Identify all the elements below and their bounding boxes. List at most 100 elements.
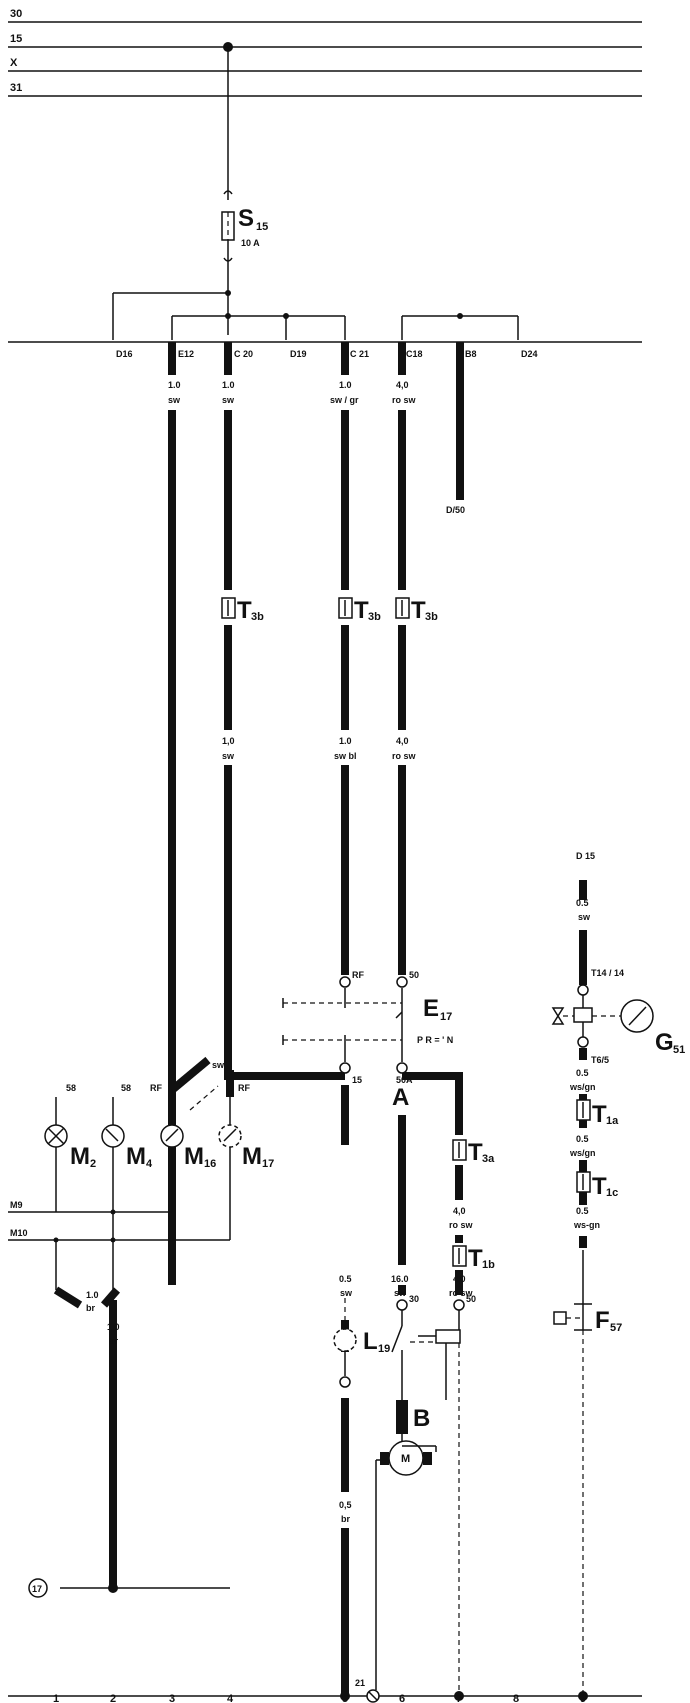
t3b-connectors: [221, 597, 410, 619]
wire-l19-color: sw: [340, 1288, 353, 1298]
wire-m2-gauge: 1.0: [86, 1290, 99, 1300]
m2-terminal: 58: [66, 1083, 76, 1093]
t1a-label: T: [592, 1101, 607, 1128]
f57-label-sub: 57: [610, 1322, 622, 1334]
bus-label-x: X: [10, 57, 18, 69]
f57-label: F: [595, 1307, 610, 1334]
ground-ref-label: 17: [32, 1584, 42, 1594]
e17-pin-rf: RF: [352, 970, 364, 980]
connector-d19: D19: [290, 349, 307, 359]
wire-c18-gauge: 4,0: [396, 380, 409, 390]
t3a-label-sub: 3a: [482, 1153, 495, 1165]
wire-t1a-gauge: 0.5: [576, 1134, 589, 1144]
instrument-cluster: [8, 1056, 242, 1593]
wire-brown-color: br: [341, 1514, 350, 1524]
l19-label: L: [363, 1328, 378, 1355]
wire-e12-gauge: 1.0: [168, 380, 181, 390]
wire-c21-mid-color: sw bl: [334, 751, 357, 761]
fuse-contact-top: [223, 190, 233, 195]
wire-t3a-color: ro sw: [449, 1220, 474, 1230]
t1c-label-sub: 1c: [606, 1187, 618, 1199]
wire-c21-mid-gauge: 1.0: [339, 736, 352, 746]
bus-label-31: 31: [10, 82, 22, 94]
t3a-label: T: [468, 1139, 483, 1166]
connector-e12: E12: [178, 349, 194, 359]
wire-c18-color: ro sw: [392, 395, 417, 405]
wire-c21-color: sw / gr: [330, 395, 359, 405]
m16-label-sub: 16: [204, 1158, 216, 1170]
m17-terminal: RF: [238, 1083, 250, 1093]
column-7: 7: [456, 1693, 462, 1703]
wire-c20-mid-color: sw: [222, 751, 235, 761]
wire-m2-color: br: [86, 1303, 95, 1313]
connector-d16: D16: [116, 349, 133, 359]
t3b-label-1: T: [237, 597, 252, 624]
e17-pin-15: 15: [352, 1075, 362, 1085]
wire-t1c-color: ws-gn: [573, 1220, 600, 1230]
wire-g51-top-gauge: 0.5: [576, 898, 589, 908]
g51-t14: T14 / 14: [591, 968, 624, 978]
distribution-rails: [112, 290, 519, 340]
sw-label: sw: [212, 1060, 225, 1070]
m2-label-sub: 2: [90, 1158, 96, 1170]
a-label: A: [392, 1084, 409, 1111]
wire-t1c-gauge: 0.5: [576, 1206, 589, 1216]
m9-label: M9: [10, 1200, 23, 1210]
column-5: 5: [342, 1693, 348, 1703]
e17-positions: P R = ' N: [417, 1035, 453, 1045]
wire-l19-gauge: 0.5: [339, 1274, 352, 1284]
wire-m4-gauge: 1,0: [107, 1322, 120, 1332]
wire-t3a-gauge: 4,0: [453, 1206, 466, 1216]
fuse-label: S: [238, 205, 254, 232]
m4-terminal: 58: [121, 1083, 131, 1093]
connector-b8: B8: [465, 349, 477, 359]
e17-label-sub: 17: [440, 1011, 452, 1023]
e17-label: E: [423, 995, 439, 1022]
wire-c18-mid-color: ro sw: [392, 751, 417, 761]
g51-d15: D 15: [576, 851, 595, 861]
m10-label: M10: [10, 1228, 28, 1238]
m16-terminal: RF: [150, 1083, 162, 1093]
g51-t16: T6/5: [591, 1055, 609, 1065]
m16-label: M: [184, 1143, 204, 1170]
ground-node-5: [340, 1691, 350, 1701]
connector-c18: C18: [406, 349, 423, 359]
m4-label: M: [126, 1143, 146, 1170]
m17-label: M: [242, 1143, 262, 1170]
d50-label: D/50: [446, 505, 465, 515]
wire-a-gauge: 16.0: [391, 1274, 409, 1284]
bus-lines: [8, 21, 642, 97]
wire-g51-mid-color: ws/gn: [569, 1082, 596, 1092]
l19-label-sub: 19: [378, 1343, 390, 1355]
m4-label-sub: 4: [146, 1158, 153, 1170]
ground-ref-circle: [28, 1578, 48, 1598]
g51-sender: [551, 984, 654, 1060]
column-numbers: 1 2 3 4 5 6 7 8 9: [53, 1693, 586, 1703]
l19-pin-50: 50: [466, 1294, 476, 1304]
bus-label-30: 30: [10, 8, 22, 20]
fuse-label-sub: 15: [256, 221, 268, 233]
l19-starter-block: [333, 1298, 465, 1690]
t3b-label-2: T: [354, 597, 369, 624]
column-3: 3: [169, 1693, 175, 1703]
t3b-sub-3: 3b: [425, 611, 438, 623]
b-label: B: [413, 1405, 430, 1432]
wire-c20-gauge: 1.0: [222, 380, 235, 390]
pin-21: 21: [355, 1678, 365, 1688]
motor-label: M: [401, 1453, 410, 1465]
wire-g51-top-color: sw: [578, 912, 591, 922]
wire-t1a-color: ws/gn: [569, 1148, 596, 1158]
column-8: 8: [513, 1693, 519, 1703]
e17-switch: [282, 976, 408, 1074]
connector-c21: C 21: [350, 349, 369, 359]
thick-wires: [168, 342, 587, 1696]
l19-pin-30: 30: [409, 1294, 419, 1304]
t1b-label: T: [468, 1245, 483, 1272]
wire-c20-mid-gauge: 1,0: [222, 736, 235, 746]
connector-d24: D24: [521, 349, 538, 359]
wire-c20-color: sw: [222, 395, 235, 405]
ground-node-7: [454, 1691, 464, 1701]
t3b-sub-2: 3b: [368, 611, 381, 623]
column-2: 2: [110, 1693, 116, 1703]
